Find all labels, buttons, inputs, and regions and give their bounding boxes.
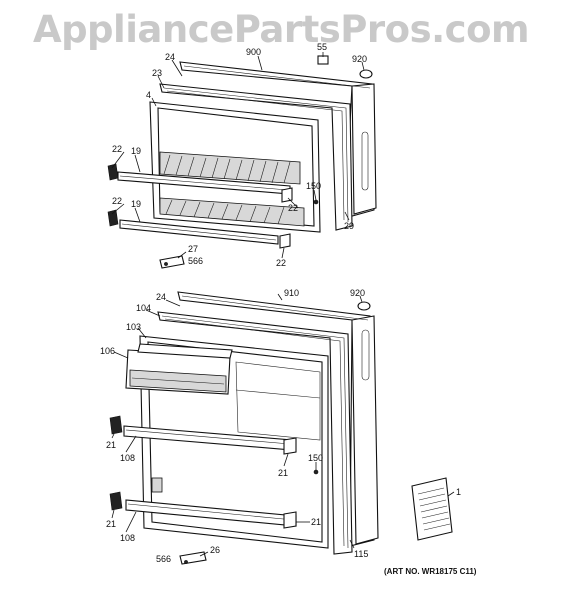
watermark-logo: AppliancePartsPros.com bbox=[32, 8, 530, 51]
callout-108: 108 bbox=[120, 453, 135, 463]
callout-4: 4 bbox=[146, 90, 151, 100]
callout-103: 103 bbox=[126, 322, 141, 332]
callout-1: 1 bbox=[456, 487, 461, 497]
freezer-bracket-right-lower[interactable] bbox=[279, 233, 291, 249]
fresh-food-plug-button[interactable] bbox=[357, 301, 371, 311]
callout-55: 55 bbox=[317, 42, 327, 52]
callout-920: 920 bbox=[350, 288, 365, 298]
freezer-leader-lines bbox=[111, 52, 365, 259]
callout-108: 108 bbox=[120, 533, 135, 543]
fresh-food-bracket-left-lower[interactable] bbox=[109, 491, 123, 511]
callout-910: 910 bbox=[284, 288, 299, 298]
callout-21: 21 bbox=[106, 519, 116, 529]
callout-566: 566 bbox=[188, 256, 203, 266]
freezer-plug-button[interactable] bbox=[359, 69, 373, 79]
callout-106: 106 bbox=[100, 346, 115, 356]
callout-21: 21 bbox=[311, 517, 321, 527]
fresh-food-bracket-left-upper[interactable] bbox=[109, 415, 123, 435]
fresh-food-door-gasket[interactable] bbox=[157, 311, 353, 555]
callout-920: 920 bbox=[352, 54, 367, 64]
callout-19: 19 bbox=[131, 199, 141, 209]
callout-21: 21 bbox=[106, 440, 116, 450]
fresh-food-door-assembly: 24 910 920 104 103 106 21 108 150 21 21 … bbox=[100, 288, 461, 565]
callout-22: 22 bbox=[276, 258, 286, 268]
callout-566: 566 bbox=[156, 554, 171, 564]
freezer-bracket-left-lower[interactable] bbox=[107, 209, 119, 227]
fresh-food-stop-bracket[interactable] bbox=[179, 551, 207, 565]
callout-24: 24 bbox=[156, 292, 166, 302]
art-number: (ART NO. WR18175 C11) bbox=[384, 567, 477, 576]
freezer-bracket-left-upper[interactable] bbox=[107, 163, 119, 181]
freezer-screw-icon bbox=[313, 199, 319, 205]
callout-26: 26 bbox=[210, 545, 220, 555]
callout-22: 22 bbox=[112, 196, 122, 206]
fresh-food-dairy-door[interactable] bbox=[125, 343, 233, 395]
callout-21: 21 bbox=[278, 468, 288, 478]
callout-150: 150 bbox=[306, 181, 321, 191]
callout-23: 23 bbox=[152, 68, 162, 78]
callout-29: 29 bbox=[344, 221, 354, 231]
callout-104: 104 bbox=[136, 303, 151, 313]
fresh-food-bracket-right-lower[interactable] bbox=[283, 511, 297, 529]
fresh-food-outer-door[interactable] bbox=[177, 291, 379, 547]
freezer-bracket-right-upper[interactable] bbox=[281, 187, 293, 203]
freezer-door-liner[interactable] bbox=[149, 101, 321, 233]
literature-booklet-icon[interactable] bbox=[411, 477, 453, 541]
fresh-food-leader-lines bbox=[111, 293, 455, 557]
callout-150: 150 bbox=[308, 453, 323, 463]
freezer-shelf-bar-lower[interactable] bbox=[119, 219, 279, 245]
freezer-door-assembly: 24 900 55 920 23 4 22 19 150 22 29 22 19… bbox=[107, 42, 377, 269]
callout-22: 22 bbox=[112, 144, 122, 154]
callout-22: 22 bbox=[288, 203, 298, 213]
freezer-door-gasket[interactable] bbox=[159, 83, 353, 231]
callout-900: 900 bbox=[246, 47, 261, 57]
fresh-food-bracket-right-upper[interactable] bbox=[283, 437, 297, 455]
callout-19: 19 bbox=[131, 146, 141, 156]
callout-27: 27 bbox=[188, 244, 198, 254]
freezer-part-55[interactable] bbox=[317, 55, 329, 65]
fresh-food-screw-icon bbox=[313, 469, 319, 475]
freezer-stop-bracket[interactable] bbox=[159, 255, 185, 269]
callout-115: 115 bbox=[354, 549, 368, 559]
callout-24: 24 bbox=[165, 52, 175, 62]
